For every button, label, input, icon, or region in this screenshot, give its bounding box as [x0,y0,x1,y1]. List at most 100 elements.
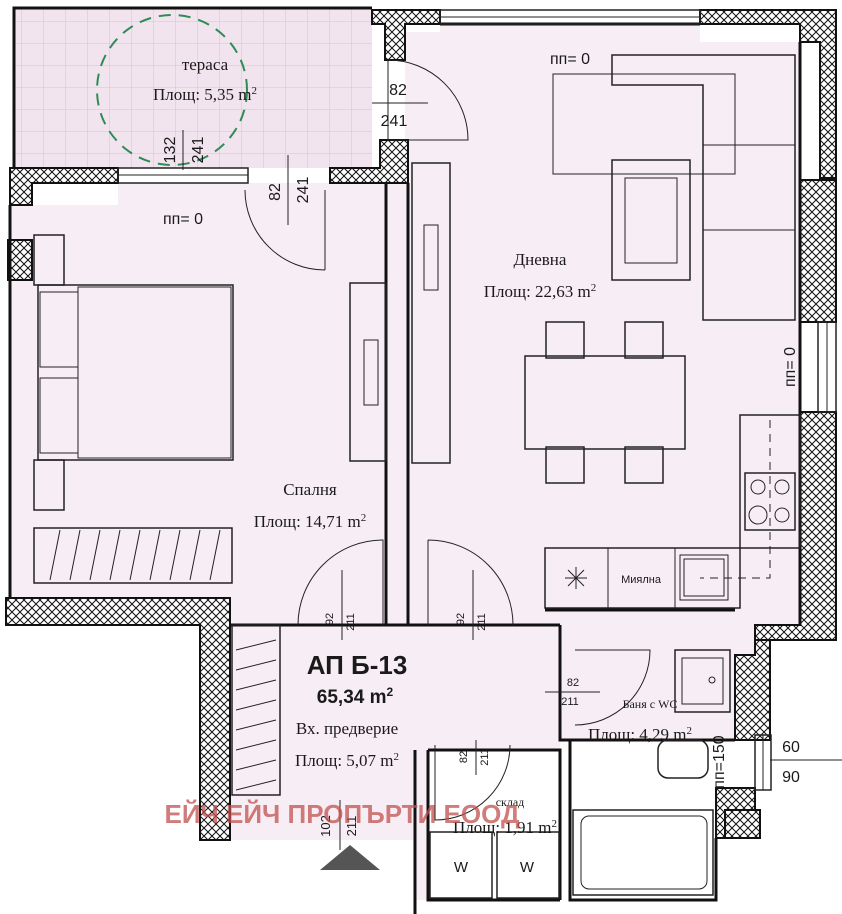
wall-outlines [8,6,802,914]
apartment-area-sup: 2 [387,685,394,699]
pp-bath-label: пп=150 [711,735,728,788]
cooktop [744,472,796,531]
terrace-door-height: 241 [381,113,408,130]
door-bath-width: 82 [567,677,579,689]
terrace-window-height: 241 [190,137,207,164]
chair-4 [624,446,664,484]
bath-door-swing [574,649,651,726]
pp-top-label: пп= 0 [550,51,590,68]
storage-name: склад [496,795,525,809]
hall-wardrobe [231,624,281,796]
apartment-area: 65,34 m2 [317,685,394,708]
walls [5,9,837,841]
apartment-floor [10,24,800,900]
sink-label: Миялна [621,574,662,586]
bedroom-furniture [33,162,451,584]
storage-door-swing [434,744,511,821]
washer-1-label: W [454,859,469,876]
storage-fixtures [429,831,560,899]
tv-unit-bedroom [349,282,387,462]
hall-area: Площ: 5,07 m2 [295,751,399,770]
storage-area-value: Площ: 1,91 m [453,818,552,837]
chair-2 [624,321,664,359]
dimension-labels: пп= 0 пп= 0 пп= 0 пп=150 82 241 132 241 … [162,51,842,850]
door-store-height: 211 [479,748,491,766]
terrace-window-width: 132 [162,137,179,164]
hall-area-value: Площ: 5,07 m [295,751,394,770]
toilet [657,739,709,779]
pp-right-label: пп= 0 [782,347,799,387]
windows [117,9,837,791]
bedroom-area: Площ: 14,71 m2 [254,512,367,531]
wall-bottom-left [5,597,231,841]
terrace-area: Площ: 5,35 m2 [153,85,257,104]
watermark-text: ЕЙЧ ЕЙЧ ПРОПЪРТИ ЕООД [164,799,519,829]
chair-1 [545,321,585,359]
bath-window-width: 60 [782,739,800,756]
washer-2-box [496,831,560,899]
entry-arrow-icon [320,845,380,870]
storage-area-sup: 2 [552,818,558,830]
living-area: Площ: 22,63 m2 [484,282,597,301]
apartment-area-value: 65,34 m [317,687,387,708]
chair-3 [545,446,585,484]
apartment-title: АП Б-13 65,34 m2 [307,650,408,708]
outside-area [0,625,200,914]
wall-left-bay [7,239,33,281]
storage-area: Площ: 1,91 m2 [453,818,557,837]
bedroom-door-width: 82 [267,183,284,201]
apartment-code: АП Б-13 [307,650,408,680]
wall-top-right [699,9,837,179]
rug [552,73,736,175]
entry-lobby [200,840,415,914]
terrace-area-value: Площ: 5,35 m [153,85,252,104]
living-furniture [524,54,796,484]
bathtub [572,809,714,896]
terrace-door-width: 82 [389,82,407,99]
bath-area: Площ: 4,29 m2 [588,725,692,744]
living-area-value: Площ: 22,63 m [484,282,591,301]
bed [37,284,234,461]
door-hall-liv-width: 92 [455,613,467,625]
bath-window-height: 90 [782,769,800,786]
door-hall-liv-height: 211 [476,613,488,631]
wall-right-upper [799,179,837,323]
hall-area-sup: 2 [394,751,400,763]
kitchen [544,414,801,609]
living-area-sup: 2 [591,282,597,294]
terrace-name: тераса [182,55,229,74]
bedroom-area-sup: 2 [361,512,367,524]
kitchen-counter [544,414,801,609]
wall-left-top [9,167,119,206]
terrace-area-sup: 2 [252,85,258,97]
floor-areas [0,8,800,914]
coffee-table [611,159,691,281]
terrace-table [96,14,248,166]
wall-bath-pier [724,809,761,839]
room-labels: тераса Площ: 5,35 m2 Дневна Площ: 22,63 … [153,55,692,876]
terrace-door-swing [387,59,469,141]
washer-2-label: W [520,859,535,876]
washer-1-box [429,831,493,899]
bedroom-door-swing [244,189,326,271]
nightstand-top [33,234,65,286]
hall-living-door-swing [427,539,514,626]
door-bath-height: 211 [561,696,579,708]
nightstand-bottom [33,459,65,511]
washbasin [674,649,731,713]
wardrobe [33,527,233,584]
bath-area-value: Площ: 4,29 m [588,725,687,744]
entry-width: 102 [318,815,333,837]
door-store-width: 82 [458,751,470,763]
hall-name: Вх. предверие [296,719,398,738]
tv-unit-living [411,162,451,464]
bath-area-sup: 2 [687,725,693,737]
terrace-floor [14,8,372,168]
bathroom-fixtures [572,649,731,896]
door-hall-bed-height: 211 [345,613,357,631]
entry-height: 211 [344,816,359,837]
bedroom-door-height: 241 [295,177,312,204]
bath-name: Баня с WC [623,697,678,711]
hall-bedroom-door-swing [297,539,384,626]
